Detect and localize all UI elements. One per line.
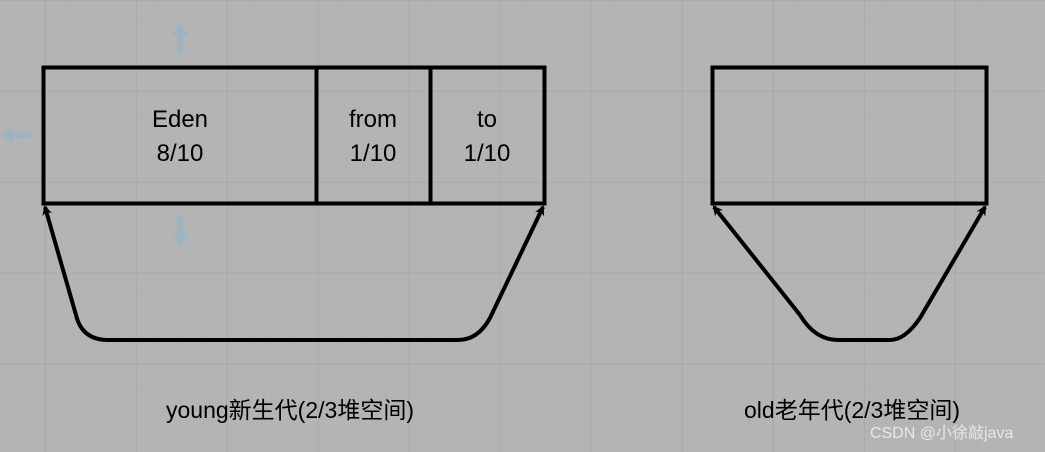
young-generation[interactable]: Eden 8/10 from 1/10 to 1/10 <box>41 65 547 206</box>
young-cycle-arrow[interactable] <box>74 205 545 342</box>
to-box[interactable] <box>428 65 547 206</box>
to-label: to <box>477 106 497 133</box>
old-box[interactable] <box>710 65 989 206</box>
watermark: CSDN @小徐敲java <box>870 424 1013 442</box>
young-cycle-arrow-start[interactable] <box>42 205 78 316</box>
handle-left-icon[interactable] <box>1 126 31 144</box>
to-ratio: 1/10 <box>464 140 511 167</box>
old-caption: old老年代(2/3堆空间) <box>744 397 960 423</box>
connection-handles[interactable] <box>1 23 189 246</box>
young-caption: young新生代(2/3堆空间) <box>166 397 414 423</box>
eden-label: Eden <box>152 106 208 133</box>
old-cycle-arrow-start[interactable] <box>712 205 802 317</box>
handle-down-icon[interactable] <box>171 216 189 246</box>
from-ratio: 1/10 <box>350 140 397 167</box>
from-label: from <box>349 106 397 133</box>
old-cycle-arrow[interactable] <box>798 205 987 342</box>
handle-up-icon[interactable] <box>171 23 189 53</box>
eden-ratio: 8/10 <box>157 140 204 167</box>
